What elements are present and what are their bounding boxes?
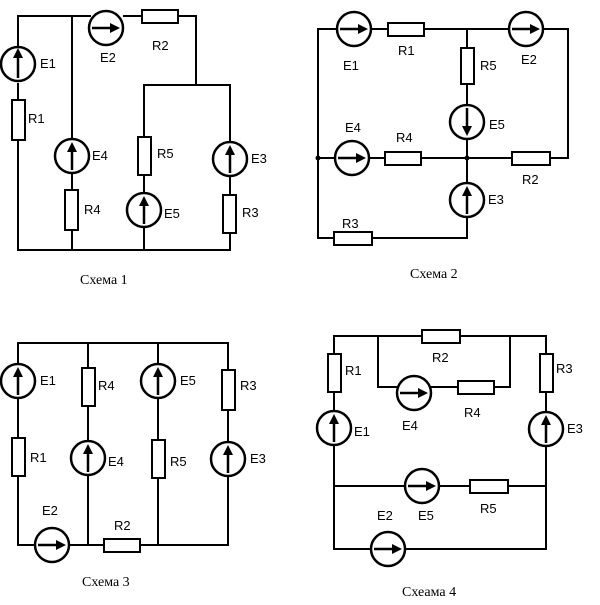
scheme-1-caption: Схема 1 xyxy=(80,273,128,288)
scheme-3-label-e1: E1 xyxy=(40,373,56,388)
scheme-1: E1 E2 R2 R1 E4 R5 E3 R4 E5 R3 Схема 1 xyxy=(0,9,267,288)
scheme-4-resistor-r1 xyxy=(327,353,342,393)
scheme-4-source-e4 xyxy=(395,374,433,412)
scheme-4-label-e2: E2 xyxy=(377,508,393,523)
scheme-4-label-r3: R3 xyxy=(556,361,573,376)
scheme-3-source-e4 xyxy=(69,439,107,477)
scheme-3-source-e5 xyxy=(139,362,177,400)
scheme-4-resistor-r3 xyxy=(539,353,554,393)
scheme-3-resistor-r4 xyxy=(81,367,96,407)
scheme-2-node xyxy=(315,155,321,161)
scheme-2-caption: Схема 2 xyxy=(410,267,458,282)
scheme-2-label-e5: E5 xyxy=(489,117,505,132)
scheme-2-source-e1 xyxy=(335,10,373,48)
scheme-1-resistor-r4 xyxy=(64,189,79,231)
scheme-1-resistor-r1 xyxy=(11,99,26,141)
scheme-3-label-e2: E2 xyxy=(42,503,58,518)
scheme-3-resistor-r3 xyxy=(221,369,236,411)
scheme-4-label-e4: E4 xyxy=(402,418,418,433)
scheme-2-source-e5 xyxy=(448,103,486,141)
scheme-2-source-e3 xyxy=(448,181,486,219)
scheme-2-label-r4: R4 xyxy=(396,130,413,145)
scheme-3-source-e1 xyxy=(0,362,37,400)
scheme-1-label-e2: E2 xyxy=(100,50,116,65)
scheme-3-label-r2: R2 xyxy=(114,518,131,533)
scheme-2-resistor-r5 xyxy=(460,47,475,85)
scheme-1-source-e5 xyxy=(125,191,163,229)
scheme-4-label-e5: E5 xyxy=(418,508,434,523)
scheme-1-label-r4: R4 xyxy=(84,202,101,217)
scheme-4-source-e3 xyxy=(527,410,565,448)
scheme-1-label-r5: R5 xyxy=(157,146,174,161)
scheme-3-source-e2 xyxy=(33,526,71,564)
scheme-3-label-r3: R3 xyxy=(240,378,257,393)
scheme-4-label-r4: R4 xyxy=(464,405,481,420)
scheme-3-label-e5: E5 xyxy=(180,373,196,388)
scheme-4-resistor-r4 xyxy=(457,380,495,395)
scheme-2-label-e4: E4 xyxy=(345,120,361,135)
scheme-2-resistor-r1 xyxy=(387,22,425,37)
scheme-2-resistor-r4 xyxy=(384,151,422,166)
scheme-1-label-e1: E1 xyxy=(40,56,56,71)
scheme-2-label-r2: R2 xyxy=(522,172,539,187)
scheme-2-label-e1: E1 xyxy=(343,58,359,73)
scheme-2-source-e4 xyxy=(333,139,371,177)
scheme-2-resistor-r2 xyxy=(511,151,551,166)
scheme-1-source-e3 xyxy=(211,140,249,178)
scheme-2-node xyxy=(464,155,470,161)
scheme-2-label-e3: E3 xyxy=(488,192,504,207)
scheme-1-source-e4 xyxy=(53,137,91,175)
scheme-1-source-e1 xyxy=(0,45,37,83)
scheme-3-resistor-r5 xyxy=(151,439,166,479)
scheme-3-label-r4: R4 xyxy=(98,378,115,393)
scheme-2-label-e2: E2 xyxy=(521,52,537,67)
scheme-4-source-e1 xyxy=(315,409,353,447)
scheme-1-label-r3: R3 xyxy=(242,205,259,220)
scheme-4-label-r1: R1 xyxy=(345,363,362,378)
scheme-2-label-r5: R5 xyxy=(480,58,497,73)
scheme-1-label-e3: E3 xyxy=(251,151,267,166)
scheme-4-label-r2: R2 xyxy=(432,350,449,365)
scheme-2: E1 R1 R5 E2 E5 E4 R4 R2 E3 R3 Схема 2 xyxy=(315,10,569,282)
scheme-4-resistor-r2 xyxy=(421,329,461,344)
scheme-1-resistor-r2 xyxy=(141,9,179,24)
scheme-2-label-r1: R1 xyxy=(398,43,415,58)
scheme-3-label-e3: E3 xyxy=(250,451,266,466)
scheme-1-resistor-r3 xyxy=(222,194,237,234)
scheme-2-source-e2 xyxy=(507,10,545,48)
scheme-1-label-e4: E4 xyxy=(92,148,108,163)
scheme-4-resistor-r5 xyxy=(469,479,509,494)
scheme-3-label-r1: R1 xyxy=(30,450,47,465)
scheme-4-source-e2 xyxy=(369,530,407,568)
scheme-3-source-e3 xyxy=(209,440,247,478)
scheme-4-label-e3: E3 xyxy=(567,421,583,436)
scheme-3-label-r5: R5 xyxy=(170,454,187,469)
scheme-4-label-r5: R5 xyxy=(480,501,497,516)
scheme-3-resistor-r2 xyxy=(103,538,141,553)
scheme-4-caption: Схеама 4 xyxy=(402,585,456,600)
scheme-4-source-e5 xyxy=(403,467,441,505)
scheme-1-label-r2: R2 xyxy=(152,38,169,53)
scheme-2-resistor-r3 xyxy=(333,231,373,246)
scheme-1-resistor-r5 xyxy=(137,136,152,176)
scheme-1-label-e5: E5 xyxy=(164,206,180,221)
scheme-3-caption: Схема 3 xyxy=(82,575,130,590)
scheme-4-label-e1: E1 xyxy=(354,424,370,439)
scheme-3-label-e4: E4 xyxy=(108,454,124,469)
scheme-1-label-r1: R1 xyxy=(28,111,45,126)
scheme-3-resistor-r1 xyxy=(11,437,26,477)
scheme-4: R2 R1 R3 R4 E4 E1 E3 E5 R5 E2 Схеама 4 xyxy=(315,329,583,600)
scheme-2-label-r3: R3 xyxy=(342,216,359,231)
scheme-1-source-e2 xyxy=(87,9,125,47)
scheme-3: E1 R4 E5 R3 R1 E4 R5 E3 E2 R2 Схема 3 xyxy=(0,342,266,590)
